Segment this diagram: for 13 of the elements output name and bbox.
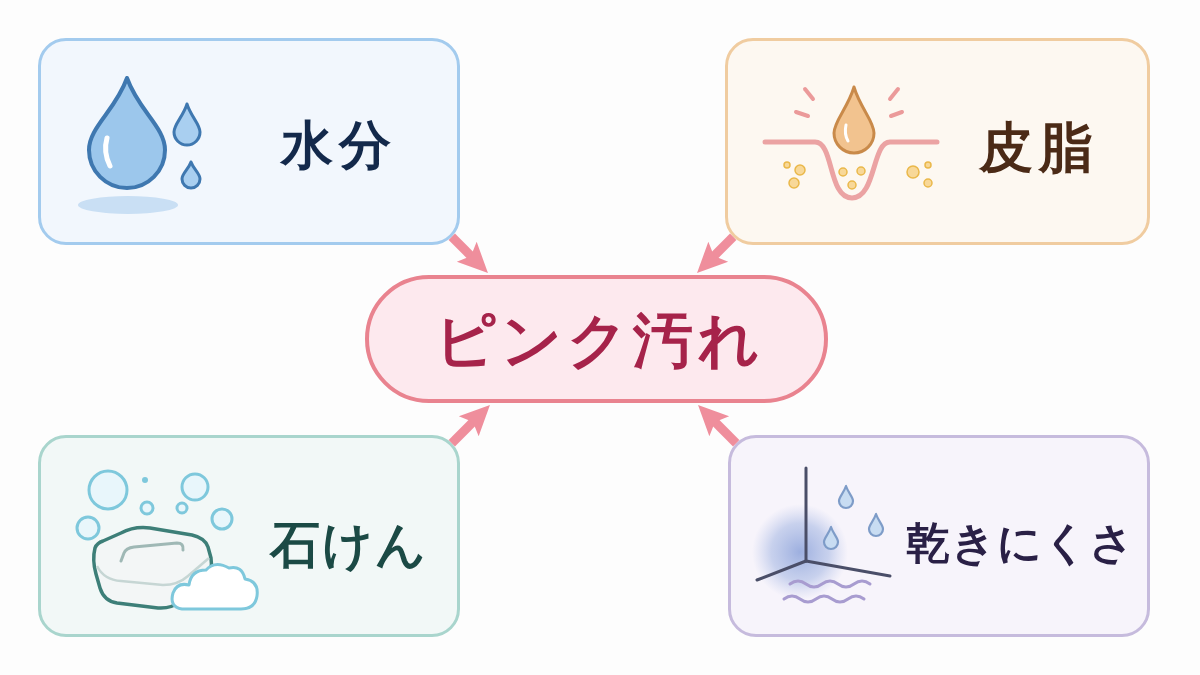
- rounded-box: [725, 38, 1150, 245]
- box-label: 石けん: [268, 517, 428, 573]
- box-label: 乾きにくさ: [905, 518, 1135, 568]
- center-label: ピンク汚れ: [434, 307, 764, 373]
- arrow: [448, 233, 488, 273]
- box-label: 水分: [279, 117, 397, 175]
- rounded-box: [38, 38, 460, 245]
- box-label: 皮脂: [978, 118, 1099, 178]
- rounded-box: [728, 435, 1150, 637]
- rounded-box: [38, 435, 460, 637]
- arrow: [697, 233, 737, 273]
- arrow: [448, 405, 490, 447]
- arrow: [698, 405, 740, 447]
